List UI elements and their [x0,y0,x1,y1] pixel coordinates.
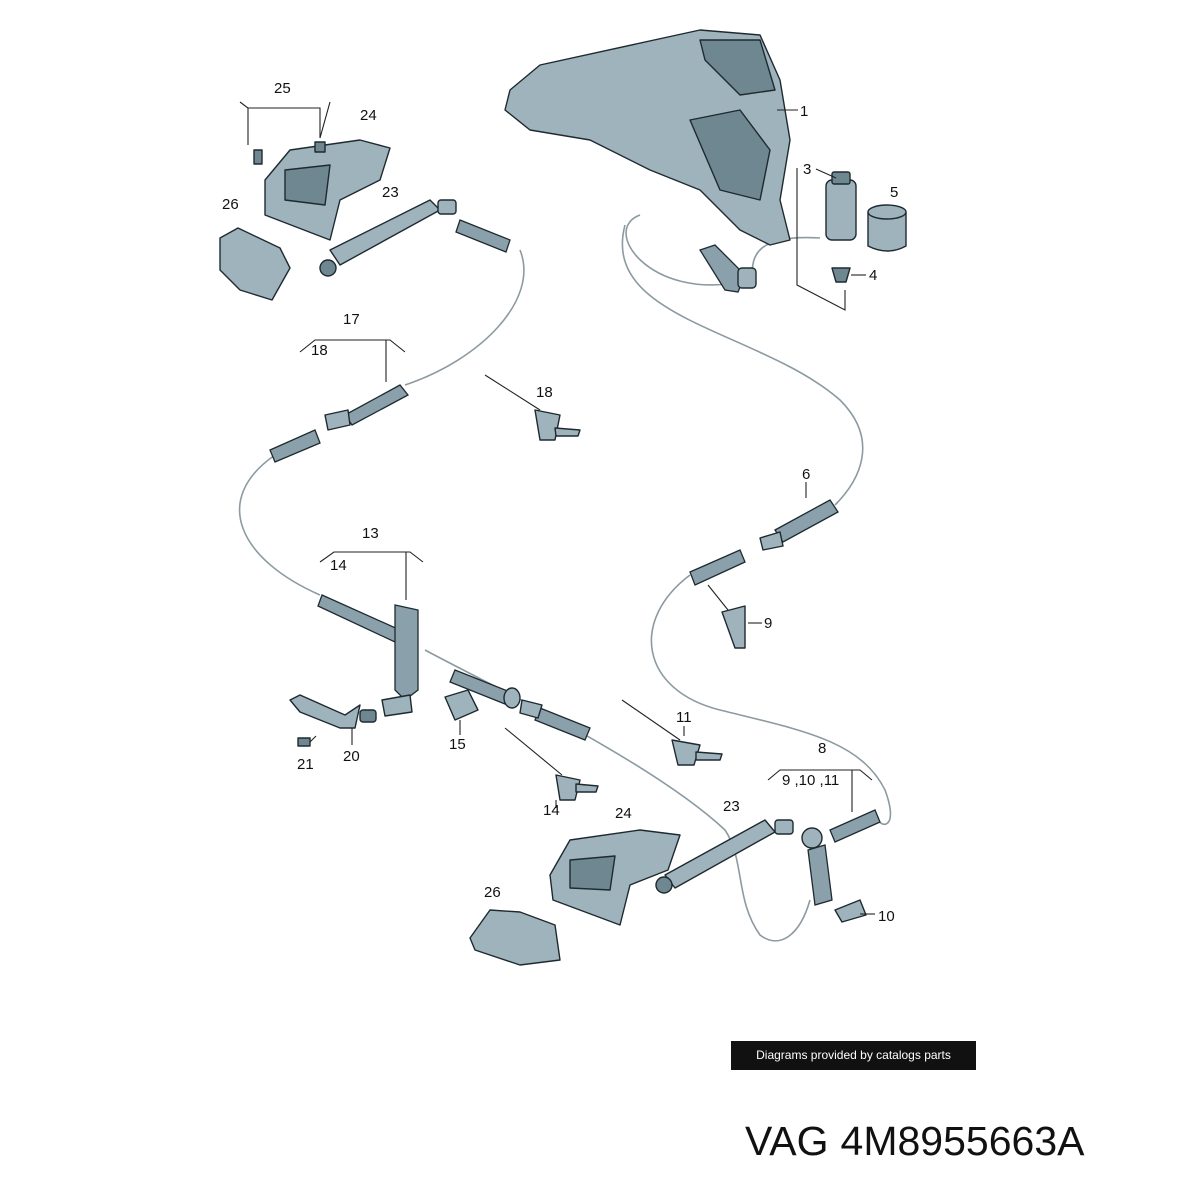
callout-24-lower: 24 [615,805,632,822]
holder-20 [289,694,377,745]
brand-name: VAG [745,1118,829,1164]
callout-1: 1 [800,103,808,120]
washer-pump [815,168,857,241]
cover-cap-lower [469,909,561,966]
washer-nozzle-upper [319,199,457,277]
clip-11 [621,699,723,766]
screw-21 [297,735,317,747]
callout-23-lower: 23 [723,798,740,815]
hose-17 [324,384,409,431]
hose-middle-1 [449,669,521,709]
callout-3: 3 [803,161,811,178]
callout-15: 15 [449,736,466,753]
callout-10: 10 [878,908,895,925]
washer-nozzle-lower [655,819,794,894]
screws-upper [253,141,326,165]
callout-14-upper: 14 [330,557,347,574]
hose-6 [759,482,839,551]
cover-cap-upper [219,227,291,301]
hose-6-left [689,549,746,586]
callout-26-lower: 26 [484,884,501,901]
clip-15 [444,689,479,735]
clip-14 [504,727,599,808]
callout-25: 25 [274,80,291,97]
hose-connector-upper [455,219,511,253]
pump-grommet [831,267,866,283]
hose-18-left [269,429,321,463]
part-number: 4M8955663A [840,1118,1085,1164]
callout-26-upper: 26 [222,196,239,213]
pump-sleeve [867,204,907,252]
washer-reservoir [504,29,798,246]
callout-9-10-11: 9 ,10 ,11 [782,772,839,789]
callout-11: 11 [676,709,692,726]
callout-8: 8 [818,740,826,757]
hose-middle-2 [519,699,591,741]
callout-18-upper: 18 [311,342,328,359]
reservoir-hose [699,244,757,293]
callout-20: 20 [343,748,360,765]
callout-6: 6 [802,466,810,483]
y-hose-lower [801,809,881,906]
bracket-lower [549,829,681,926]
clip-9 [707,584,762,649]
callout-23-upper: 23 [382,184,399,201]
callout-13: 13 [362,525,379,542]
callout-9: 9 [764,615,772,632]
callout-24-upper: 24 [360,107,377,124]
callout-17: 17 [343,311,360,328]
hose-13 [317,594,419,717]
clip-10 [834,899,875,923]
callout-4: 4 [869,267,877,284]
callout-14-lower: 14 [543,802,560,819]
clip-18 [484,374,581,441]
diagram-credit-banner: Diagrams provided by catalogs parts [731,1041,976,1070]
callout-18-clip: 18 [536,384,553,401]
bracket-upper [264,139,391,241]
callout-5: 5 [890,184,898,201]
callout-21: 21 [297,756,314,773]
